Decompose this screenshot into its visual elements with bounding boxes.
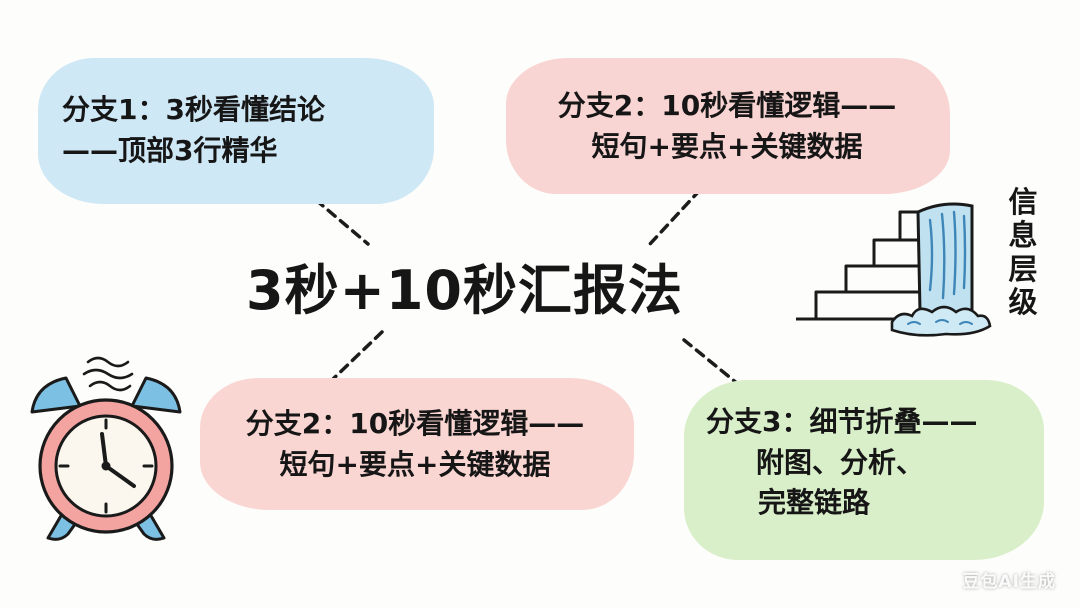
branch-2-top-line-2: 短句+要点+关键数据 bbox=[512, 127, 942, 168]
watermark: 豆包AI生成 bbox=[963, 567, 1056, 592]
branch-3-box: 分支3：细节折叠—— 附图、分析、 完整链路 bbox=[684, 380, 1044, 560]
side-label-char-4: 级 bbox=[1000, 286, 1046, 319]
branch-3-line-2: 附图、分析、 bbox=[706, 443, 1036, 484]
side-label-char-2: 息 bbox=[1000, 219, 1046, 252]
branch-2-bottom-line-1: 分支2：10秒看懂逻辑—— bbox=[204, 404, 626, 445]
branch-2-top-line-1: 分支2：10秒看懂逻辑—— bbox=[512, 86, 942, 127]
branch-2-bottom-line-2: 短句+要点+关键数据 bbox=[204, 445, 626, 486]
branch-3-line-3: 完整链路 bbox=[706, 483, 1036, 524]
connector-branch3 bbox=[684, 340, 738, 384]
branch-1-box: 分支1：3秒看懂结论 ——顶部3行精华 bbox=[38, 58, 434, 204]
connector-branch2-top bbox=[650, 190, 700, 244]
branch-1-line-1: 分支1：3秒看懂结论 bbox=[62, 90, 426, 131]
alarm-clock-icon bbox=[26, 346, 196, 546]
side-label-char-3: 层 bbox=[1000, 253, 1046, 286]
stairs-waterfall-icon bbox=[796, 194, 996, 344]
branch-2-top-box: 分支2：10秒看懂逻辑—— 短句+要点+关键数据 bbox=[506, 58, 950, 194]
info-hierarchy-label: 信 息 层 级 bbox=[1000, 186, 1046, 319]
connector-branch1 bbox=[316, 200, 368, 244]
connector-branch2-bottom bbox=[332, 332, 382, 380]
branch-2-bottom-box: 分支2：10秒看懂逻辑—— 短句+要点+关键数据 bbox=[200, 378, 634, 510]
branch-1-line-2: ——顶部3行精华 bbox=[62, 131, 426, 172]
branch-3-line-1: 分支3：细节折叠—— bbox=[706, 402, 1036, 443]
side-label-char-1: 信 bbox=[1000, 186, 1046, 219]
main-title: 3秒+10秒汇报法 bbox=[246, 246, 683, 325]
